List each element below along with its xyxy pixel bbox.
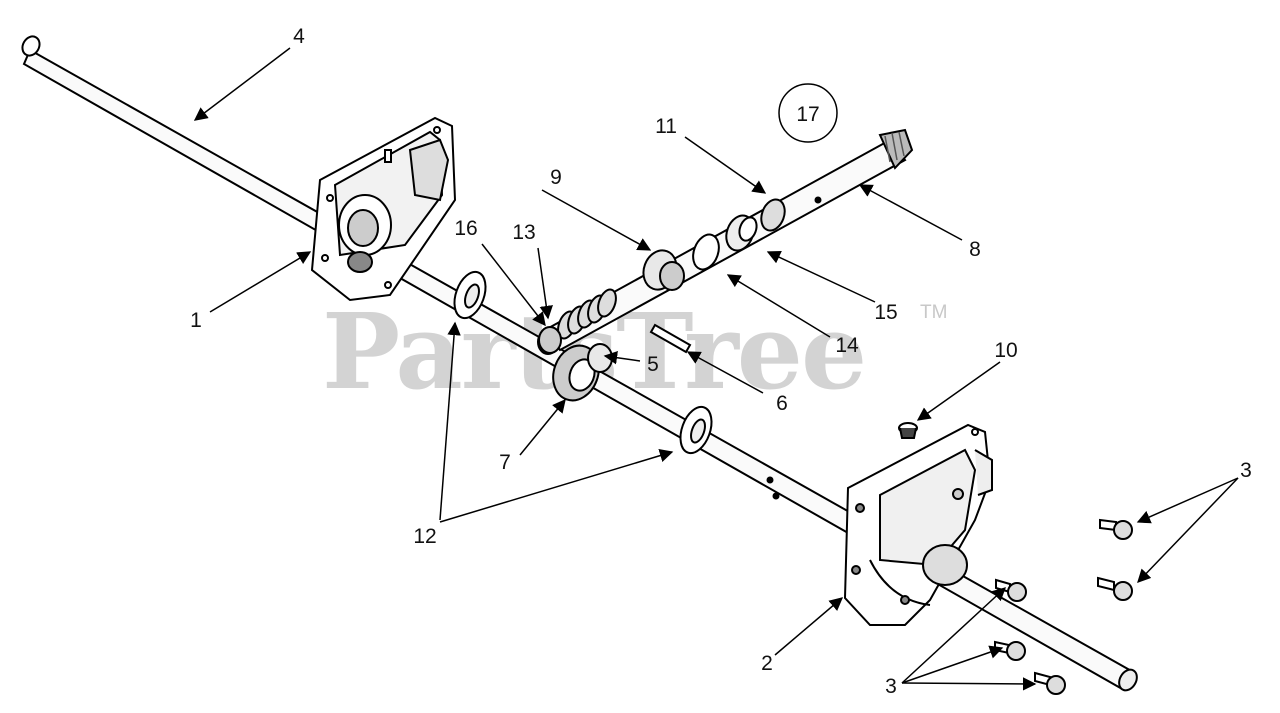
input-bushing	[538, 326, 562, 354]
worm-threads	[557, 288, 617, 340]
bearing-collar	[642, 249, 685, 291]
callout-label-16: 16	[454, 217, 477, 240]
spacer	[587, 343, 613, 373]
callout-label-12: 12	[413, 525, 436, 548]
callout-leaders	[193, 47, 1239, 691]
left-housing-plate	[310, 116, 457, 302]
callout-label-8: 8	[969, 238, 981, 261]
plug	[898, 422, 918, 439]
callout-label-10: 10	[994, 339, 1017, 362]
callout-label-3b: 3	[885, 675, 897, 698]
hex-bolt	[1099, 518, 1133, 540]
retaining-ring	[760, 198, 786, 232]
hex-bolt	[1034, 671, 1066, 695]
callout-label-9: 9	[550, 166, 562, 189]
roll-pin	[649, 323, 692, 354]
thrust-washer-left	[453, 270, 487, 320]
hex-bolt	[994, 640, 1026, 661]
callout-label-3a: 3	[1240, 459, 1252, 482]
callout-label-15: 15	[874, 301, 897, 324]
diagram-id-label: 17	[796, 103, 819, 126]
thrust-washer-right	[679, 405, 713, 455]
right-housing-plate	[843, 423, 993, 626]
callout-label-1: 1	[190, 309, 202, 332]
callout-label-4: 4	[293, 25, 305, 48]
callout-label-7: 7	[499, 451, 511, 474]
hex-bolt	[1097, 576, 1133, 601]
callout-label-11: 11	[655, 115, 677, 138]
callout-label-6: 6	[776, 392, 788, 415]
flat-washer	[692, 233, 720, 271]
callout-label-14: 14	[835, 334, 859, 357]
diagram-id-circle	[778, 83, 838, 143]
thrust-bearing	[725, 214, 758, 252]
callout-label-5: 5	[647, 353, 659, 376]
callout-label-2: 2	[761, 652, 773, 675]
callout-label-13: 13	[512, 221, 535, 244]
